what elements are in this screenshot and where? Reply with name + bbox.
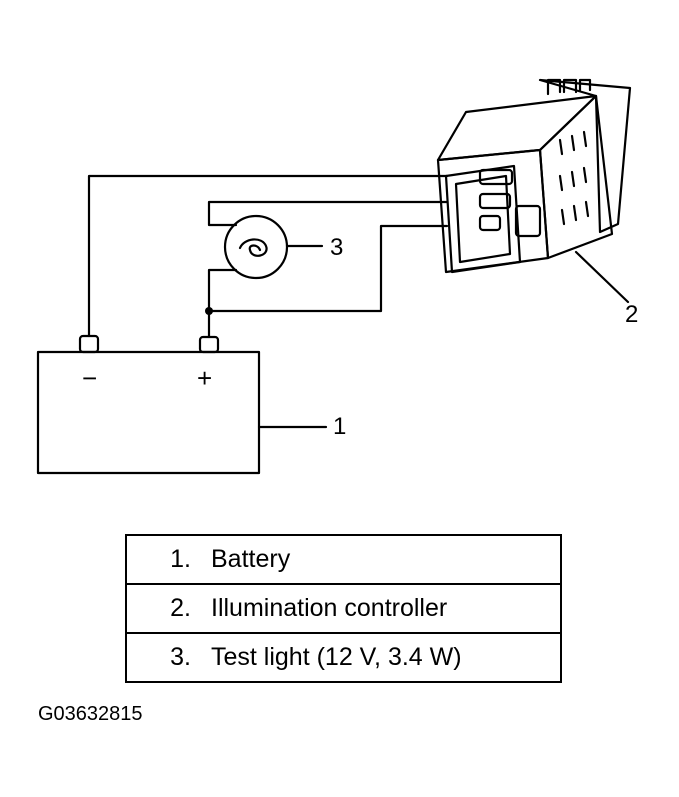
callout-1: 1 (333, 413, 347, 440)
legend-number: 1. (170, 545, 191, 573)
wire-negative (87, 174, 449, 338)
legend-number: 3. (170, 643, 191, 671)
wire-test-light-upper (207, 200, 449, 227)
legend-label: Illumination controller (211, 594, 448, 622)
legend-label: Test light (12 V, 3.4 W) (211, 643, 462, 671)
battery (36, 350, 261, 475)
junction-dot (205, 307, 213, 315)
callout-3: 3 (330, 234, 344, 261)
legend-row: 3. Test light (12 V, 3.4 W) (127, 634, 560, 681)
negative-sign: − (82, 363, 98, 393)
test-light-filament (238, 238, 268, 257)
negative-terminal (78, 334, 100, 354)
figure-id: G03632815 (38, 703, 143, 725)
legend-row: 2. Illumination controller (127, 585, 560, 634)
illumination-controller (436, 78, 632, 274)
wire-positive-to-controller (207, 224, 449, 313)
wiring-diagram (36, 78, 632, 475)
legend-number: 2. (170, 594, 191, 622)
callout-2: 2 (625, 301, 639, 328)
callout-2-leader (574, 250, 630, 304)
positive-sign: + (197, 363, 213, 393)
legend-label: Battery (211, 545, 291, 573)
wire-test-light-lower (207, 268, 238, 313)
legend-table: 1. Battery 2. Illumination controller 3.… (125, 534, 562, 683)
positive-terminal (198, 335, 220, 354)
legend-row: 1. Battery (127, 536, 560, 585)
